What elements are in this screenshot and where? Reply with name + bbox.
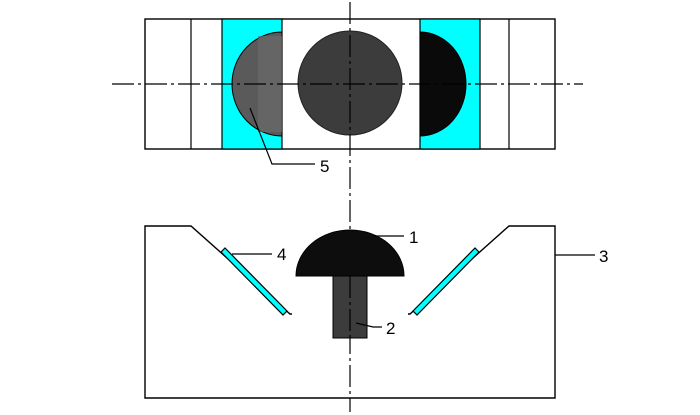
leader-line-5 [249, 107, 315, 165]
callout-label-4: 4 [277, 245, 286, 264]
top-view [112, 18, 583, 150]
callout-label-2: 2 [386, 319, 395, 338]
callout-label-5: 5 [320, 157, 329, 176]
front-view [144, 225, 556, 399]
callout-label-3: 3 [599, 247, 608, 266]
leader-line-2 [355, 322, 382, 328]
front-view-liner-right [412, 247, 480, 316]
mushroom-head [295, 229, 405, 277]
callout-label-1: 1 [409, 228, 418, 247]
front-view-liner-left [220, 247, 288, 316]
